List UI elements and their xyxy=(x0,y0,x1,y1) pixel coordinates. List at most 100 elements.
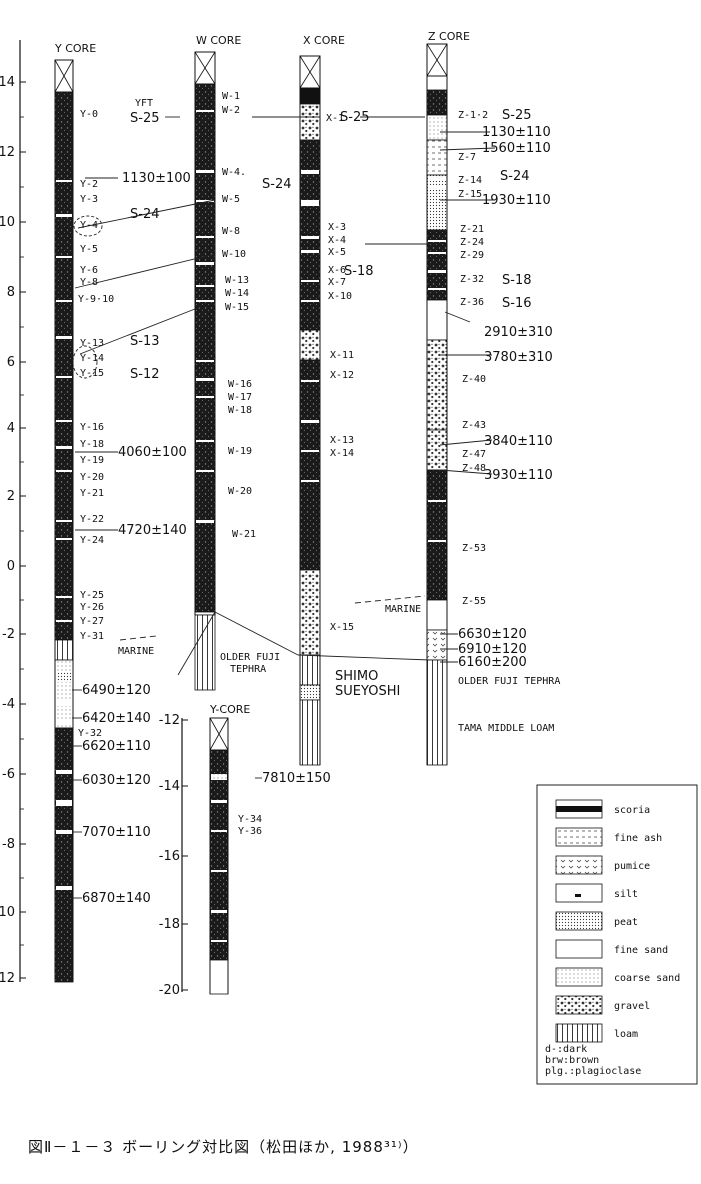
w-sample-label: W-2 xyxy=(222,105,240,116)
z-sample-label: Z-7 xyxy=(458,152,476,163)
y-sample-label: Y-32 xyxy=(78,728,102,739)
radiocarbon-date-label: 7070±110 xyxy=(82,825,151,840)
radiocarbon-date-label: 1560±110 xyxy=(482,141,551,156)
axis-tick-label: 10 xyxy=(0,215,15,230)
legend-note: plg.:plagioclase xyxy=(545,1066,641,1077)
tephra-marker-label: YFT xyxy=(135,98,153,109)
tephra-marker-label: S-18 xyxy=(344,264,374,279)
x-sample-label: X-10 xyxy=(328,291,352,302)
y-sample-label: Y-18 xyxy=(80,439,104,450)
z-sample-label: Z-53 xyxy=(462,543,486,554)
w-sample-label: W-14 xyxy=(225,288,249,299)
legend-item: silt xyxy=(555,883,638,903)
y-sample-label: Y-8 xyxy=(80,277,98,288)
tephra-marker-label: S-25 xyxy=(502,108,532,123)
radiocarbon-date-label: 6910±120 xyxy=(458,642,527,657)
figure-caption: 図Ⅱ－１－３ ボーリング対比図（松田ほか, 1988³¹⁾） xyxy=(28,1138,419,1156)
x-core-title: X CORE xyxy=(303,34,345,47)
y-bottom-sample-label: Y-34 xyxy=(238,814,262,825)
z-core-title: Z CORE xyxy=(428,30,470,43)
radiocarbon-date-label: 6030±120 xyxy=(82,773,151,788)
w-sample-label: W-17 xyxy=(228,392,252,403)
radiocarbon-date-label: 4720±140 xyxy=(118,523,187,538)
x-sample-label: X-11 xyxy=(330,350,354,361)
tephra-marker-label: S-24 xyxy=(500,169,530,184)
y-sample-label: Y-5 xyxy=(80,244,98,255)
stratigraphic-unit-label: OLDER FUJI TEPHRA xyxy=(458,676,560,687)
w-core-column xyxy=(194,51,216,616)
x-sample-label: X-13 xyxy=(330,435,354,446)
radiocarbon-date-label: 6160±200 xyxy=(458,655,527,670)
axis-tick-label: -6 xyxy=(2,767,15,782)
stratigraphic-unit-label: OLDER FUJI xyxy=(220,652,280,663)
legend-item: coarse sand xyxy=(555,967,680,987)
radiocarbon-date-label: 6870±140 xyxy=(82,891,151,906)
radiocarbon-date-label: 1130±100 xyxy=(122,171,191,186)
legend-item-label: loam xyxy=(614,1029,638,1040)
y-sample-label: Y-21 xyxy=(80,488,104,499)
radiocarbon-date-label: 7810±150 xyxy=(262,771,331,786)
w-core-title: W CORE xyxy=(196,34,241,47)
y-sample-label: Y-9·10 xyxy=(78,294,114,305)
tephra-marker-label: S-13 xyxy=(130,334,160,349)
axis-tick-label: -2 xyxy=(2,627,15,642)
y-sample-label: Y-20 xyxy=(80,472,104,483)
stratigraphic-unit-label: MARINE xyxy=(385,604,421,615)
z-sample-label: Z-15 xyxy=(458,189,482,200)
tephra-marker-label: S-18 xyxy=(502,273,532,288)
z-sample-label: Z-47 xyxy=(462,449,486,460)
tephra-marker-label: S-25 xyxy=(340,110,370,125)
axis-tick-label: -8 xyxy=(2,837,15,852)
z-sample-label: Z-14 xyxy=(458,175,482,186)
legend-item-label: peat xyxy=(614,917,638,928)
w-sample-label: W-1 xyxy=(222,91,240,102)
x-sample-label: X-1 xyxy=(326,113,344,124)
tephra-marker-label: S-12 xyxy=(130,367,160,382)
x-sample-label: X-15 xyxy=(330,622,354,633)
axis-tick-label: 0 xyxy=(7,559,15,574)
w-sample-label: W-18 xyxy=(228,405,252,416)
radiocarbon-date-label: 6490±120 xyxy=(82,683,151,698)
axis-tick-label: 6 xyxy=(7,355,15,370)
y-bottom-sample-label: Y-36 xyxy=(238,826,262,837)
radiocarbon-date-label: 3930±110 xyxy=(484,468,553,483)
radiocarbon-date-label: 4060±100 xyxy=(118,445,187,460)
y-sample-label: Y-24 xyxy=(80,535,104,546)
z-sample-label: Z-32 xyxy=(460,274,484,285)
axis-tick-label: 2 xyxy=(7,489,15,504)
radiocarbon-date-label: 6630±120 xyxy=(458,627,527,642)
x-sample-label: X-14 xyxy=(330,448,354,459)
w-sample-label: W-20 xyxy=(228,486,252,497)
y-sample-label: Y-16 xyxy=(80,422,104,433)
w-sample-label: W-19 xyxy=(228,446,252,457)
radiocarbon-date-label: 6420±140 xyxy=(82,711,151,726)
radiocarbon-date-label: 1130±110 xyxy=(482,125,551,140)
x-sample-label: X-5 xyxy=(328,247,346,258)
z-sample-label: Z-43 xyxy=(462,420,486,431)
legend-item: loam xyxy=(555,1023,638,1043)
y-sample-label: Y-27 xyxy=(80,616,104,627)
axis-tick-label: -4 xyxy=(2,697,15,712)
legend-item-label: coarse sand xyxy=(614,973,680,984)
radiocarbon-date-label: 6620±110 xyxy=(82,739,151,754)
w-sample-label: W-5 xyxy=(222,194,240,205)
z-sample-label: Z-40 xyxy=(462,374,486,385)
x-sample-label: X-6 xyxy=(328,265,346,276)
radiocarbon-date-label: 3780±310 xyxy=(484,350,553,365)
w-sample-label: W-10 xyxy=(222,249,246,260)
radiocarbon-date-label: 3840±110 xyxy=(484,434,553,449)
stratigraphic-unit-label: TAMA MIDDLE LOAM xyxy=(458,723,554,734)
y-sample-label: Y-4 xyxy=(80,220,98,231)
stratigraphic-unit-label: MARINE xyxy=(118,646,154,657)
w-sample-label: W-16 xyxy=(228,379,252,390)
axis-tick-label: 8 xyxy=(7,285,15,300)
y-sample-label: Y-19 xyxy=(80,455,104,466)
x-sample-label: X-12 xyxy=(330,370,354,381)
axis-tick-label: 12 xyxy=(0,145,15,160)
y14-marker xyxy=(72,345,98,379)
w-sample-label: W-4. xyxy=(222,167,246,178)
tephra-marker-label: S-24 xyxy=(130,207,160,222)
legend-item: fine ash xyxy=(555,827,662,847)
x-sample-label: X-3 xyxy=(328,222,346,233)
